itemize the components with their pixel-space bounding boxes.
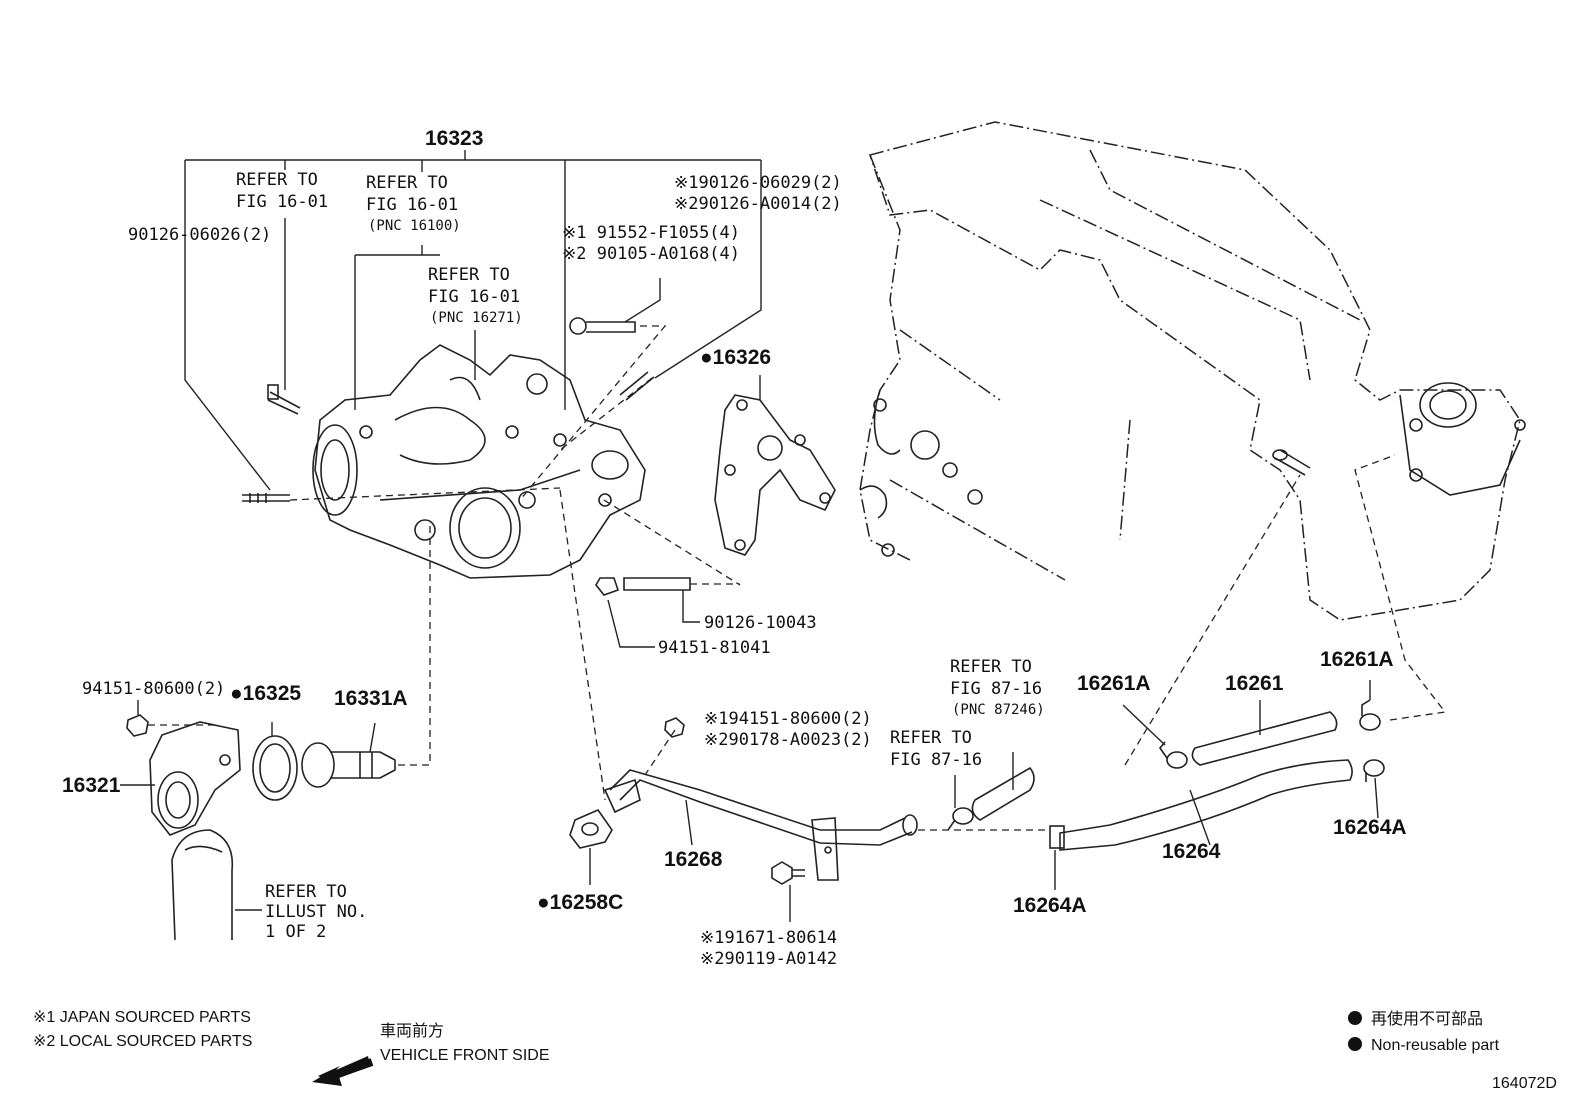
gasket-16326 <box>714 394 836 556</box>
clamp-16264A-center <box>1049 825 1065 849</box>
label-16321: 16321 <box>62 774 121 797</box>
engine-block <box>859 121 1526 621</box>
label-ref3-a: REFER TO <box>428 265 510 285</box>
legend-non-reusable-jp: 再使用不可部品 <box>1371 1010 1483 1028</box>
legend: ※1 JAPAN SOURCED PARTS ※2 LOCAL SOURCED … <box>33 1009 1557 1092</box>
label-ref6-b: FIG 87-16 <box>890 750 982 770</box>
label-16264A-center: 16264A <box>1013 894 1087 917</box>
label-94151-81041: 94151-81041 <box>658 638 771 658</box>
bolt-91552 <box>569 317 636 335</box>
label-94151-80600: 94151-80600(2) <box>82 679 225 699</box>
label-90119: ※290119-A0142 <box>700 949 837 969</box>
clamp-ref-87-16 <box>947 807 974 831</box>
label-16261A-right: 16261A <box>1320 648 1394 671</box>
label-90126-A0014: ※290126-A0014(2) <box>674 194 842 214</box>
water-outlet-housing <box>312 344 646 579</box>
leader-lines <box>120 150 1379 922</box>
label-ref5-c: (PNC 87246) <box>952 702 1045 718</box>
label-94151-80600b: ※194151-80600(2) <box>704 709 872 729</box>
label-16264: 16264 <box>1162 840 1221 863</box>
stud-90126-10043 <box>595 577 691 596</box>
label-90126-06026: 90126-06026(2) <box>128 225 271 245</box>
hose-16261 <box>1191 711 1338 766</box>
label-90126-10043: 90126-10043 <box>704 613 817 633</box>
nut-94151-80600b <box>664 717 685 738</box>
label-16325: ●16325 <box>230 682 301 705</box>
stud-90126-06029 <box>619 371 655 401</box>
hose-16264 <box>1059 759 1353 851</box>
bolt-90126-06026 <box>242 493 290 503</box>
thermostat-16331A <box>301 742 396 788</box>
label-ref5-b: FIG 87-16 <box>950 679 1042 699</box>
label-ref6-a: REFER TO <box>890 728 972 748</box>
label-ref4-c: 1 OF 2 <box>265 922 326 942</box>
part-labels: 16323 REFER TO FIG 16-01 REFER TO FIG 16… <box>62 127 1407 969</box>
label-16323: 16323 <box>425 127 483 150</box>
front-direction-jp: 車両前方 <box>380 1022 444 1040</box>
label-16326: ●16326 <box>700 346 771 369</box>
non-reusable-bullet-icon <box>1348 1011 1362 1025</box>
legend-japan-sourced: ※1 JAPAN SOURCED PARTS <box>33 1009 251 1026</box>
label-ref5-a: REFER TO <box>950 657 1032 677</box>
front-arrow-head-icon <box>312 1068 342 1086</box>
label-ref2-a: REFER TO <box>366 173 448 193</box>
label-ref4-b: ILLUST NO. <box>265 902 367 922</box>
bypass-pipe-16268 <box>603 769 918 881</box>
label-ref3-b: FIG 16-01 <box>428 287 520 307</box>
legend-local-sourced: ※2 LOCAL SOURCED PARTS <box>33 1033 252 1050</box>
nut-94151-80600 <box>126 714 149 737</box>
label-16261A-left: 16261A <box>1077 672 1151 695</box>
bolt-91671 <box>771 861 805 885</box>
clamp-16261A-left <box>1158 741 1188 769</box>
front-arrow-shaft-icon <box>336 1058 374 1078</box>
clamp-16264A-right <box>1363 759 1385 782</box>
front-direction-en: VEHICLE FRONT SIDE <box>380 1047 550 1064</box>
label-16258C: ●16258C <box>537 891 623 914</box>
gasket-16258C <box>569 809 613 849</box>
non-reusable-bullet-icon-2 <box>1348 1037 1362 1051</box>
label-16268: 16268 <box>664 848 723 871</box>
label-16264A-right: 16264A <box>1333 816 1407 839</box>
clamp-16261A-right <box>1359 699 1381 731</box>
label-91552: ※1 91552-F1055(4) <box>562 223 740 243</box>
bolt-refer-16-01 <box>267 384 301 415</box>
label-ref2-b: FIG 16-01 <box>366 195 458 215</box>
label-90178: ※290178-A0023(2) <box>704 730 872 750</box>
legend-non-reusable-en: Non-reusable part <box>1371 1037 1500 1054</box>
radiator-hose-lower <box>171 829 234 941</box>
label-ref1-a: REFER TO <box>236 170 318 190</box>
label-90126-06029: ※190126-06029(2) <box>674 173 842 193</box>
label-16331A: 16331A <box>334 687 408 710</box>
label-16261: 16261 <box>1225 672 1284 695</box>
hose-ref-87-16 <box>971 766 1035 821</box>
label-ref3-c: (PNC 16271) <box>430 310 523 326</box>
label-90105: ※2 90105-A0168(4) <box>562 244 740 264</box>
dashed-assembly-lines <box>148 325 1447 831</box>
diagram-id: 164072D <box>1492 1075 1557 1092</box>
label-ref4-a: REFER TO <box>265 882 347 902</box>
water-inlet-16321 <box>149 721 241 836</box>
label-91671: ※191671-80614 <box>700 928 837 948</box>
gasket-16325 <box>252 735 298 801</box>
label-ref1-b: FIG 16-01 <box>236 192 328 212</box>
label-ref2-c: (PNC 16100) <box>368 218 461 234</box>
